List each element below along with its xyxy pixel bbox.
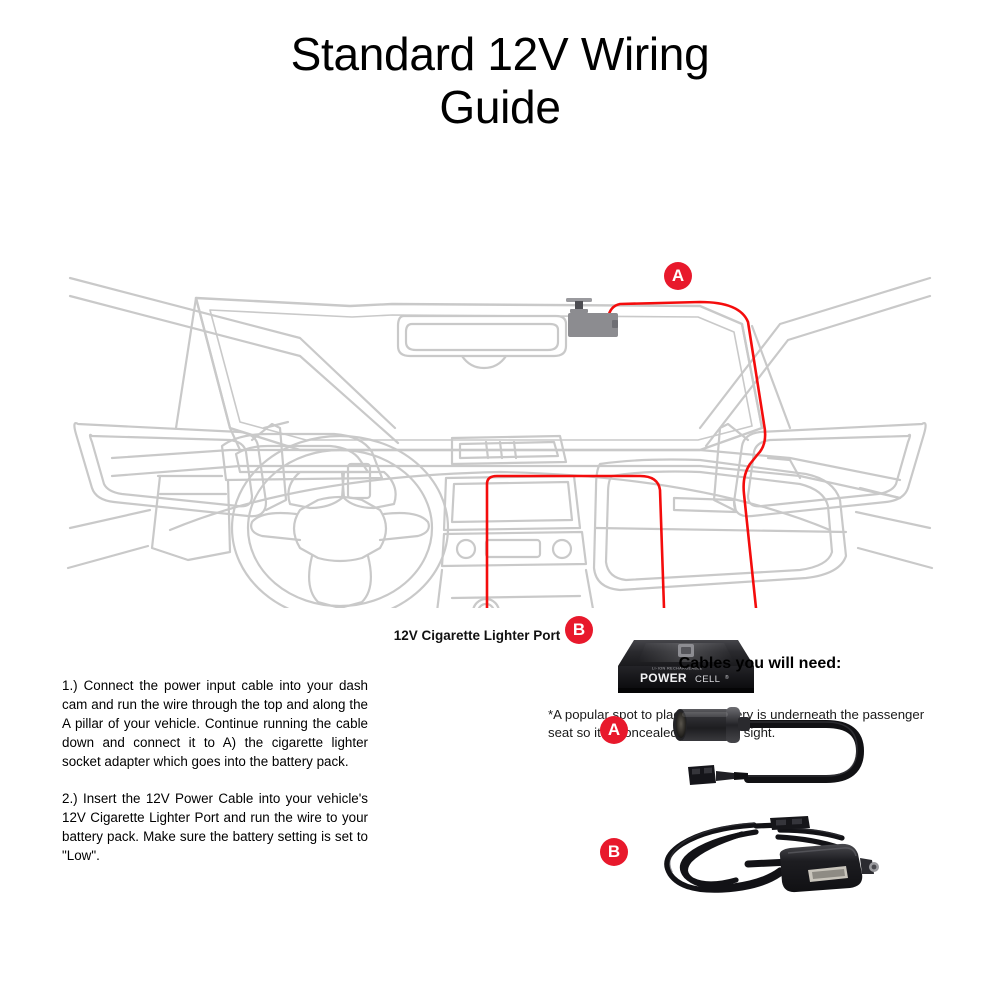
battery-pack-powercell: LI-ION RECHARGEABLE POWER CELL ®	[618, 640, 754, 693]
svg-text:CELL: CELL	[695, 674, 720, 685]
instruction-step-1: 1.) Connect the power input cable into y…	[62, 678, 368, 770]
car-interior-line-art	[66, 276, 934, 608]
wire-a-path	[604, 300, 767, 608]
cigarette-lighter-socket-adapter-image	[673, 707, 865, 785]
12v-power-cable-image	[664, 816, 879, 893]
vehicle-wiring-diagram: A B 12V Cigarette Lighter Port	[0, 128, 1000, 740]
dash-cam-device	[566, 298, 618, 337]
cables-heading: Cables you will need:	[678, 655, 842, 672]
power-wire-routing	[485, 300, 767, 608]
svg-text:®: ®	[725, 674, 729, 681]
instruction-steps: 1.) Connect the power input cable into y…	[62, 676, 368, 865]
page-title: Standard 12V Wiring Guide	[290, 28, 710, 133]
svg-text:POWER: POWER	[640, 671, 687, 685]
marker-a-diagram: A	[664, 262, 692, 290]
marker-b-diagram: B	[565, 616, 593, 644]
marker-a-cable: A	[600, 716, 628, 744]
wire-b-path	[485, 474, 666, 608]
instruction-step-2: 2.) Insert the 12V Power Cable into your…	[62, 791, 368, 864]
svg-text:LI-ION RECHARGEABLE: LI-ION RECHARGEABLE	[652, 667, 703, 671]
marker-b-cable: B	[600, 838, 628, 866]
cigarette-lighter-port-label: 12V Cigarette Lighter Port	[393, 628, 561, 643]
